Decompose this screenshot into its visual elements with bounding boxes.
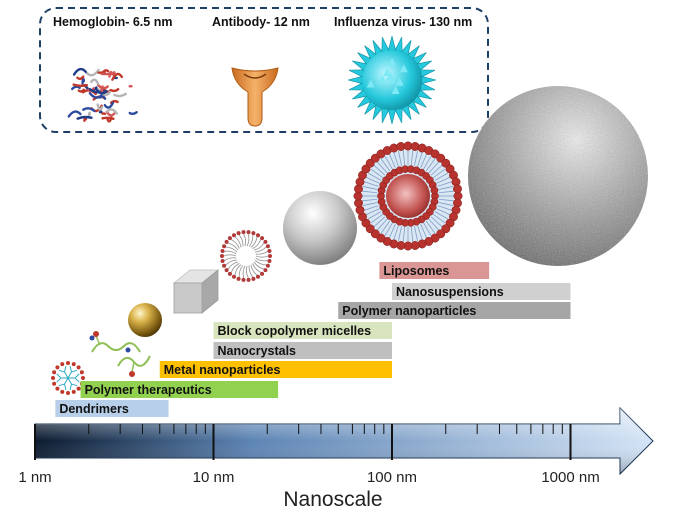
liposome-icon [353, 141, 463, 251]
axis-tick-label: 10 nm [193, 469, 235, 486]
polymer-therapeutic-icon [89, 331, 151, 377]
size-bar [379, 262, 490, 279]
size-bar [213, 342, 392, 359]
example-label-influenza: Influenza virus- 130 nm [334, 15, 472, 29]
size-bar [80, 381, 279, 398]
size-bar-label: Nanosuspensions [396, 285, 504, 299]
example-label-hemoglobin: Hemoglobin- 6.5 nm [53, 15, 172, 29]
examples-dashed-box [39, 7, 489, 133]
size-bar [392, 283, 571, 300]
size-bar [159, 361, 392, 378]
axis-title: Nanoscale [283, 488, 382, 511]
size-examples-panel: Hemoglobin- 6.5 nm Antibody- 12 nm Influ… [39, 7, 489, 133]
size-bar-label: Metal nanoparticles [164, 363, 281, 377]
size-bar-label: Block copolymer micelles [218, 324, 372, 338]
size-bar [213, 322, 392, 339]
size-range-bars: Dendrimers Polymer therapeutics Metal nano… [55, 262, 571, 417]
dendrimer-icon [51, 361, 85, 395]
axis-tick-label: 1 nm [18, 469, 51, 486]
size-bar [55, 400, 169, 417]
size-bar [338, 302, 571, 319]
axis-tick-label: 100 nm [367, 469, 417, 486]
influenza-virus-icon [347, 35, 437, 125]
antibody-icon [231, 67, 279, 127]
axis-ticks: 1 nm 10 nm 100 nm 1000 nm [18, 424, 600, 486]
metal-nanoparticle-icon [128, 303, 162, 337]
polymer-nanoparticle-icon [283, 191, 357, 265]
size-bar-label: Nanocrystals [218, 344, 297, 358]
nanosuspension-icon [468, 86, 648, 266]
hemoglobin-icon [67, 67, 138, 123]
size-bar-label: Liposomes [383, 264, 449, 278]
axis-tick-label: 1000 nm [541, 469, 599, 486]
micelle-icon [220, 230, 272, 282]
size-bar-label: Polymer therapeutics [85, 383, 212, 397]
nanocrystal-icon [172, 269, 220, 314]
size-bar-label: Polymer nanoparticles [342, 304, 476, 318]
nanoscale-axis: 1 nm 10 nm 100 nm 1000 nm Nanoscale [18, 406, 654, 511]
example-label-antibody: Antibody- 12 nm [212, 15, 310, 29]
size-bar-label: Dendrimers [59, 402, 129, 416]
